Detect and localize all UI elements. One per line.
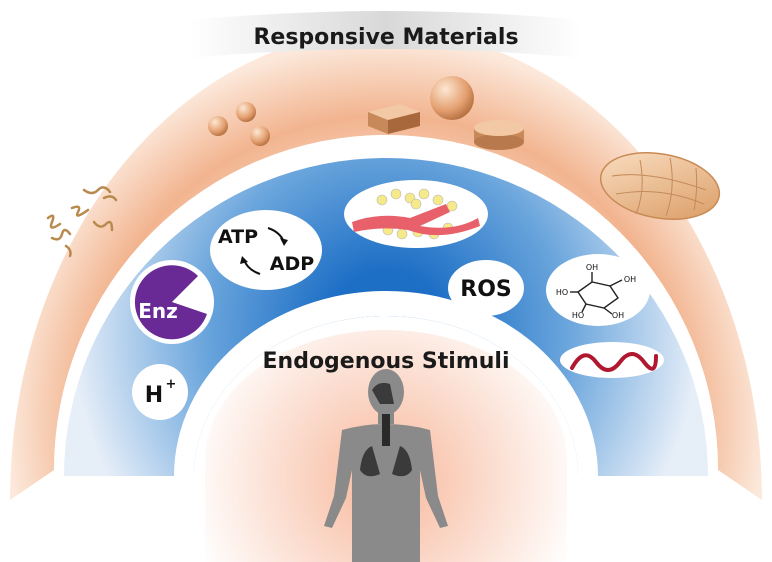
glucose-oh-label: OH (586, 263, 598, 272)
materials-band (10, 30, 762, 500)
materials-ribbon (190, 11, 582, 58)
proton-icon: H + (132, 364, 188, 420)
atp-cycle-icon: ATP ADP (210, 210, 322, 290)
glucose-oh-label: HO (572, 311, 584, 320)
disc-icon (474, 120, 524, 150)
enzyme-label: Enz (138, 299, 178, 323)
nanoparticle-cluster-icon (208, 102, 270, 146)
tissue-vessel-icon (344, 180, 488, 248)
glucose-oh-label: OH (624, 275, 636, 284)
enzyme-icon: Enz (130, 260, 214, 344)
materials-title: Responsive Materials (253, 25, 518, 50)
glucose-oh-label: HO (556, 288, 568, 297)
atp-label: ATP (218, 226, 258, 248)
sphere-icon (430, 76, 474, 120)
human-silhouette-icon (324, 369, 448, 562)
ros-label: ROS (460, 277, 512, 302)
glucose-molecule-icon: OH HO HO OH OH (546, 254, 650, 326)
proton-label: H (145, 383, 163, 408)
cuboid-icon (368, 104, 420, 134)
nucleic-acid-icon (560, 342, 664, 378)
nanofiber-icon (46, 186, 118, 258)
proton-superscript: + (166, 377, 177, 392)
stimuli-ribbon (174, 291, 598, 476)
ros-icon: ROS (448, 260, 524, 316)
adp-label: ADP (270, 253, 314, 275)
glucose-oh-label: OH (612, 311, 624, 320)
oval-film-icon (599, 152, 721, 220)
